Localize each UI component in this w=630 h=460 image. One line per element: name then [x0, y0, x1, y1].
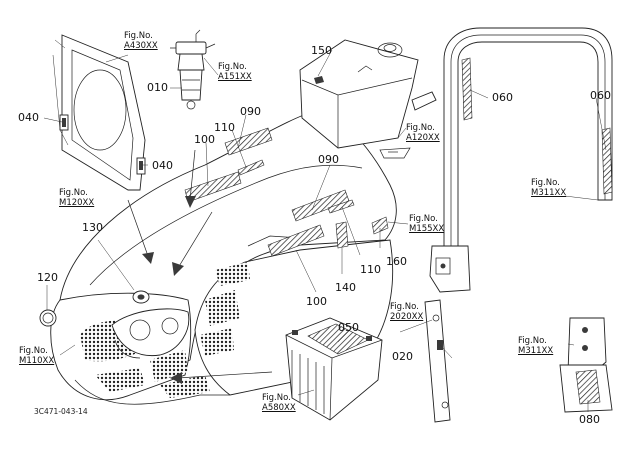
fig-ref-label: Fig.No. [59, 188, 88, 198]
part-label-160: 160 [386, 255, 407, 268]
fig-ref-label: Fig.No. [218, 62, 247, 72]
fig-ref-number: M110XX [19, 356, 55, 366]
part-label-080: 080 [579, 413, 600, 426]
fig-ref-a580[interactable]: Fig.No. A580XX [262, 393, 296, 413]
rops-frame [429, 27, 613, 413]
fig-ref-label: Fig.No. [19, 346, 48, 356]
fig-ref-label: Fig.No. [390, 302, 419, 312]
fig-ref-number: A580XX [262, 403, 296, 413]
decal-110-lower [327, 199, 355, 214]
fig-ref-m311-lower[interactable]: Fig.No. M311XX [518, 336, 553, 356]
fig-ref-number: M311XX [531, 188, 567, 198]
fig-ref-2020[interactable]: Fig.No. 2020XX [390, 302, 423, 322]
part-label-110-lower: 110 [360, 263, 381, 276]
part-label-100-lower: 100 [306, 295, 327, 308]
fig-ref-label: Fig.No. [262, 393, 291, 403]
decal-100-lower [267, 224, 325, 257]
fuel-filter [170, 29, 216, 110]
part-label-040-right: 040 [152, 159, 173, 172]
fig-ref-m311-upper[interactable]: Fig.No. M311XX [531, 178, 566, 198]
fig-ref-number: M120XX [59, 198, 95, 208]
part-label-130: 130 [82, 221, 103, 234]
fig-ref-m110[interactable]: Fig.No. M110XX [19, 346, 54, 366]
radiator-shroud [52, 34, 146, 191]
leader-lines [43, 49, 607, 412]
part-label-090-upper: 090 [240, 105, 261, 118]
part-label-040-left: 040 [18, 111, 39, 124]
fig-ref-a430[interactable]: Fig.No. A430XX [124, 31, 158, 51]
fig-ref-label: Fig.No. [518, 336, 547, 346]
decal-110-upper [237, 159, 265, 176]
part-label-060-right: 060 [590, 89, 611, 102]
part-label-020: 020 [392, 350, 413, 363]
fig-ref-number: M155XX [409, 224, 445, 234]
part-label-150: 150 [311, 44, 332, 57]
bracket-plate [424, 299, 451, 423]
fig-ref-number: A430XX [124, 41, 158, 51]
fig-ref-m155[interactable]: Fig.No. M155XX [409, 214, 444, 234]
drawing-code: 3C471-043-14 [34, 407, 88, 416]
part-label-090-lower: 090 [318, 153, 339, 166]
part-label-060-left: 060 [492, 91, 513, 104]
decal-160 [371, 216, 389, 235]
part-label-120: 120 [37, 271, 58, 284]
fig-ref-number: M311XX [518, 346, 554, 356]
reference-arrows [127, 149, 273, 384]
part-label-050: 050 [338, 321, 359, 334]
fuel-tank [299, 39, 437, 159]
fig-ref-label: Fig.No. [124, 31, 153, 41]
part-label-140: 140 [335, 281, 356, 294]
emblem-120 [39, 309, 57, 327]
fig-ref-a151[interactable]: Fig.No. A151XX [218, 62, 252, 82]
battery [285, 317, 383, 421]
decal-090-upper [224, 127, 273, 156]
fig-ref-number: 2020XX [390, 312, 424, 322]
fig-ref-label: Fig.No. [406, 123, 435, 133]
part-label-100-upper: 100 [194, 133, 215, 146]
hood-assembly [50, 109, 397, 405]
fig-ref-label: Fig.No. [531, 178, 560, 188]
fig-ref-number: A151XX [218, 72, 252, 82]
fig-ref-label: Fig.No. [409, 214, 438, 224]
part-label-110-upper: 110 [214, 121, 235, 134]
fig-ref-a120[interactable]: Fig.No. A120XX [406, 123, 440, 143]
fig-ref-m120[interactable]: Fig.No. M120XX [59, 188, 94, 208]
part-label-010: 010 [147, 81, 168, 94]
fig-ref-number: A120XX [406, 133, 440, 143]
decal-140 [335, 221, 349, 249]
